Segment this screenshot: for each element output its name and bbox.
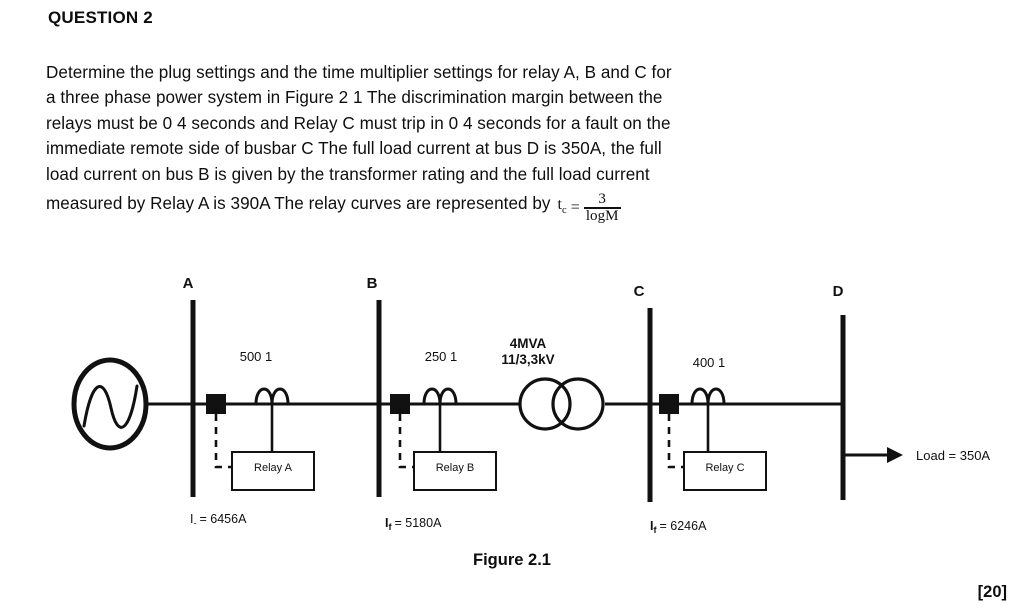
fault-current-value-b: = 5180A: [394, 516, 442, 530]
fault-current-value-c: = 6246A: [659, 519, 707, 533]
body-line-6-row: measured by Relay A is 390A The relay cu…: [46, 187, 758, 224]
body-line-4: immediate remote side of busbar C The fu…: [46, 139, 662, 159]
body-line-1: Determine the plug settings and the time…: [46, 63, 672, 82]
ct-relay-group-b: Relay B: [390, 387, 497, 491]
transformer-rating-label: 4MVA: [510, 336, 547, 351]
relay-box-b: [413, 451, 497, 491]
fault-current-subscript-c: f: [653, 525, 657, 535]
formula-fraction: 3 logM: [583, 190, 621, 224]
fault-current-value-a: = 6456A: [199, 512, 247, 526]
marks-allocation: [20]: [977, 583, 1007, 601]
fault-current-label-b: If= 5180A: [385, 516, 442, 532]
load-arrow: [843, 447, 903, 463]
transformer-voltage-label: 11/3,3kV: [501, 352, 554, 367]
formula-lhs-subscript: c: [562, 205, 567, 217]
fault-current-symbol-a: I: [190, 512, 193, 526]
bus-label-a: A: [183, 275, 194, 292]
ct-coil-a: [254, 387, 290, 405]
bus-label-d: D: [833, 283, 844, 300]
relay-label-b: Relay B: [436, 462, 475, 474]
single-line-diagram: A B C D 4MVA 11/3,3kV Relay A 500 1: [0, 262, 1024, 552]
ct-block-b: [390, 394, 410, 414]
bus-label-b: B: [367, 275, 378, 292]
bus-label-c: C: [634, 283, 645, 300]
transformer-symbol: [518, 377, 605, 431]
formula-fraction-bar: [583, 207, 621, 209]
relay-box-c: [683, 451, 767, 491]
formula-lhs: tc: [558, 192, 567, 224]
ct-block-a: [206, 394, 226, 414]
fault-current-subscript-a: -: [193, 518, 196, 528]
ct-ratio-label-b: 250 1: [425, 349, 458, 364]
body-line-3: relays must be 0 4 seconds and Relay C m…: [46, 113, 671, 133]
body-line-2: a three phase power system in Figure 2 1…: [46, 88, 663, 108]
fault-current-symbol-b: I: [385, 516, 388, 530]
ct-coil-c: [690, 387, 726, 405]
question-body: Determine the plug settings and the time…: [46, 60, 758, 224]
ct-ratio-label-a: 500 1: [240, 349, 273, 364]
trip-link-a: [214, 414, 232, 469]
ct-ratio-label-c: 400 1: [693, 355, 726, 370]
formula-numerator: 3: [598, 190, 606, 207]
fault-current-symbol-c: I: [650, 519, 653, 533]
figure-caption: Figure 2.1: [473, 551, 551, 569]
ct-block-c: [659, 394, 679, 414]
question-heading: QUESTION 2: [48, 8, 153, 27]
body-line-6: measured by Relay A is 390A The relay cu…: [46, 194, 551, 214]
trip-link-c: [667, 414, 684, 469]
relay-label-c: Relay C: [705, 462, 744, 474]
relay-curve-formula: tc = 3 logM: [558, 190, 621, 224]
relay-box-a: [231, 451, 315, 491]
generator-symbol: [71, 357, 149, 451]
formula-denominator: logM: [585, 207, 619, 224]
load-label: Load = 350A: [916, 448, 990, 463]
fault-current-label-a: I-= 6456A: [190, 512, 247, 528]
formula-equals: =: [570, 199, 580, 217]
ct-relay-group-a: Relay A: [206, 387, 315, 491]
fault-current-label-c: If= 6246A: [650, 519, 707, 535]
ct-relay-group-c: Relay C: [659, 387, 767, 491]
trip-link-b: [398, 414, 414, 469]
relay-label-a: Relay A: [254, 462, 293, 474]
ct-coil-b: [422, 387, 458, 405]
formula-lhs-symbol: t: [557, 196, 563, 214]
body-line-5: load current on bus B is given by the tr…: [46, 164, 650, 184]
fault-current-subscript-b: f: [388, 522, 392, 532]
